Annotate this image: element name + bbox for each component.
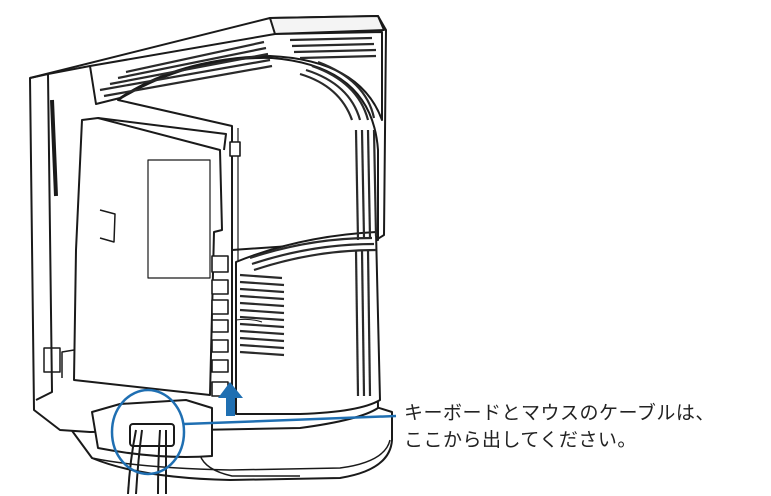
cables	[127, 429, 167, 495]
highlight-circle-icon	[110, 388, 186, 476]
callout-text-line-1: キーボードとマウスのケーブルは、	[404, 402, 715, 424]
vent-grilles	[99, 36, 378, 397]
up-arrow-icon	[218, 382, 243, 416]
left-cover-panel	[43, 117, 227, 396]
callout-text-line-2: ここから出してください。	[404, 429, 637, 451]
cable-housing	[91, 399, 213, 458]
callout-leader-line	[183, 414, 397, 426]
rear-arched-body	[117, 56, 379, 410]
